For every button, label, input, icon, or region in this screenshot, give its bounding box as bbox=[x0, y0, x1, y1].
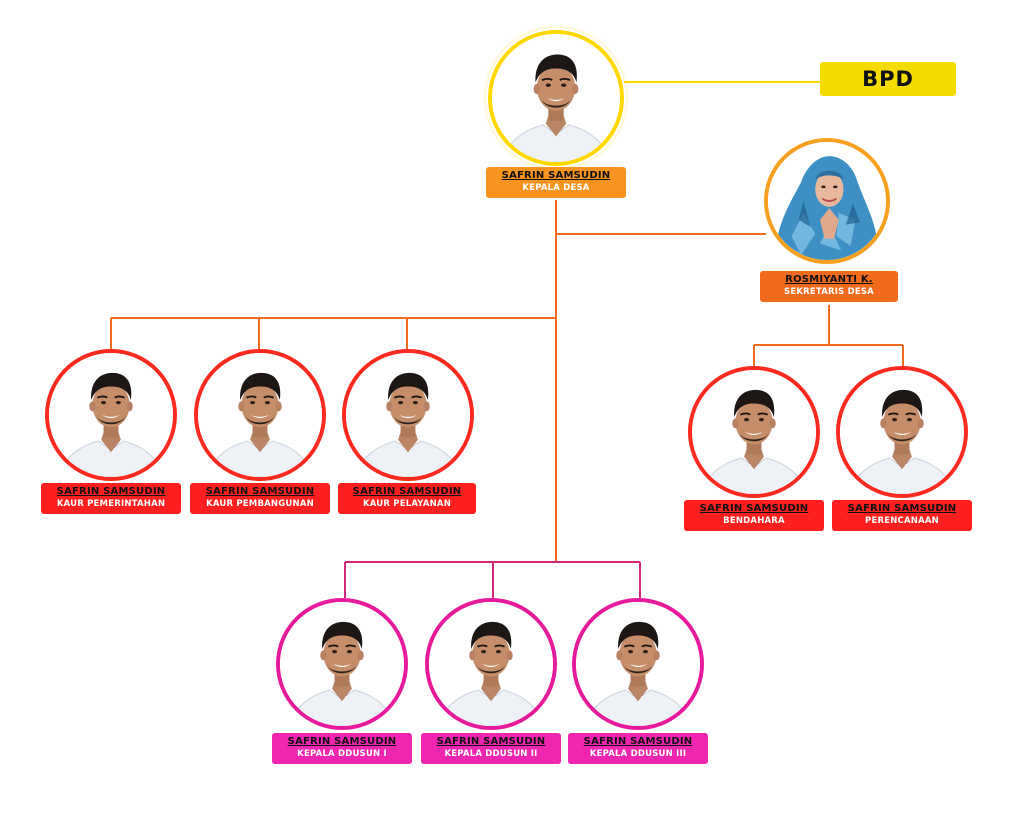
person-role: KAUR PEMBANGUNAN bbox=[206, 499, 314, 509]
person-name: SAFRIN SAMSUDIN bbox=[501, 170, 611, 181]
portrait-photo bbox=[346, 353, 470, 477]
name-tag: SAFRIN SAMSUDIN KAUR PEMERINTAHAN bbox=[41, 483, 181, 514]
person-role: SEKRETARIS DESA bbox=[784, 287, 874, 297]
person-role: KAUR PELAYANAN bbox=[362, 499, 452, 509]
person-name: SAFRIN SAMSUDIN bbox=[287, 736, 397, 747]
name-tag: SAFRIN SAMSUDIN KEPALA DDUSUN II bbox=[421, 733, 561, 764]
name-tag: SAFRIN SAMSUDIN KAUR PELAYANAN bbox=[338, 483, 476, 514]
avatar bbox=[342, 349, 474, 481]
portrait-photo bbox=[492, 34, 620, 162]
portrait-photo bbox=[429, 602, 553, 726]
person-role: KEPALA DDUSUN III bbox=[589, 749, 687, 759]
avatar bbox=[488, 30, 624, 166]
name-tag: ROSMIYANTI K. SEKRETARIS DESA bbox=[760, 271, 898, 302]
avatar bbox=[764, 138, 890, 264]
avatar bbox=[425, 598, 557, 730]
person-role: KAUR PEMERINTAHAN bbox=[56, 499, 166, 509]
person-role: KEPALA DESA bbox=[522, 183, 590, 193]
person-name: ROSMIYANTI K. bbox=[785, 274, 873, 285]
person-role: BENDAHARA bbox=[723, 516, 785, 526]
portrait-photo bbox=[768, 142, 886, 260]
avatar bbox=[276, 598, 408, 730]
name-tag: SAFRIN SAMSUDIN KAUR PEMBANGUNAN bbox=[190, 483, 330, 514]
name-tag: SAFRIN SAMSUDIN KEPALA DDUSUN III bbox=[568, 733, 708, 764]
name-tag: SAFRIN SAMSUDIN KEPALA DESA bbox=[486, 167, 626, 198]
portrait-photo bbox=[692, 370, 816, 494]
bpd-box: BPD bbox=[820, 62, 956, 96]
portrait-photo bbox=[49, 353, 173, 477]
avatar bbox=[194, 349, 326, 481]
person-role: KEPALA DDUSUN II bbox=[444, 749, 538, 759]
person-name: SAFRIN SAMSUDIN bbox=[699, 503, 809, 514]
avatar bbox=[688, 366, 820, 498]
person-name: SAFRIN SAMSUDIN bbox=[56, 486, 166, 497]
name-tag: SAFRIN SAMSUDIN BENDAHARA bbox=[684, 500, 824, 531]
avatar bbox=[572, 598, 704, 730]
person-name: SAFRIN SAMSUDIN bbox=[205, 486, 315, 497]
person-name: SAFRIN SAMSUDIN bbox=[847, 503, 957, 514]
avatar bbox=[45, 349, 177, 481]
name-tag: SAFRIN SAMSUDIN KEPALA DDUSUN I bbox=[272, 733, 412, 764]
person-role: PERENCANAAN bbox=[865, 516, 939, 526]
portrait-photo bbox=[840, 370, 964, 494]
portrait-photo bbox=[198, 353, 322, 477]
avatar bbox=[836, 366, 968, 498]
person-role: KEPALA DDUSUN I bbox=[297, 749, 387, 759]
portrait-photo bbox=[280, 602, 404, 726]
person-name: SAFRIN SAMSUDIN bbox=[436, 736, 546, 747]
bpd-label: BPD bbox=[862, 67, 914, 91]
person-name: SAFRIN SAMSUDIN bbox=[583, 736, 693, 747]
portrait-photo bbox=[576, 602, 700, 726]
name-tag: SAFRIN SAMSUDIN PERENCANAAN bbox=[832, 500, 972, 531]
person-name: SAFRIN SAMSUDIN bbox=[352, 486, 462, 497]
